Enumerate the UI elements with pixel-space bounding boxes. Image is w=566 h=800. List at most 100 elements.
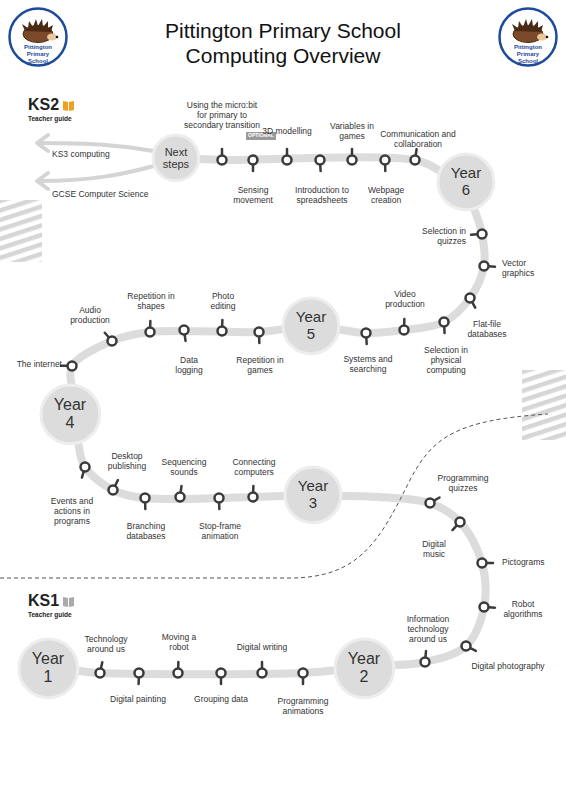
pin-stem bbox=[443, 327, 446, 333]
pin-ring bbox=[421, 658, 430, 667]
circle-fill bbox=[153, 135, 199, 181]
pin-ring bbox=[362, 329, 371, 338]
milestone-label: Branching databases bbox=[119, 522, 174, 542]
pin-stem bbox=[101, 662, 102, 668]
milestone-pin bbox=[480, 603, 495, 612]
year-label: Year 2 bbox=[343, 650, 385, 685]
pin-ring bbox=[411, 156, 420, 165]
pin-stem bbox=[105, 333, 109, 338]
milestone-label: Systems and searching bbox=[338, 355, 398, 375]
milestone-pin bbox=[411, 149, 420, 164]
pin-ring bbox=[174, 669, 183, 678]
milestone-pin bbox=[478, 559, 493, 568]
pin-stem bbox=[351, 149, 354, 155]
pin-stem bbox=[179, 486, 182, 492]
next-step-label: KS3 computing bbox=[52, 150, 110, 160]
pin-ring bbox=[299, 669, 308, 678]
pin-stem bbox=[384, 165, 387, 171]
milestone-pin bbox=[283, 149, 292, 165]
next-step-label: GCSE Computer Science bbox=[52, 190, 148, 200]
next-steps-label: Next steps bbox=[159, 146, 193, 170]
pin-ring bbox=[478, 230, 487, 239]
pin-stem bbox=[489, 265, 495, 268]
year-circle: Year 1 bbox=[17, 637, 80, 700]
circle-text-box: Year 5 bbox=[281, 296, 341, 356]
teacher-guide-note: Teacher guide bbox=[28, 115, 72, 122]
pin-stem bbox=[414, 149, 417, 155]
pin-stem bbox=[471, 233, 477, 236]
book-icon bbox=[63, 101, 74, 607]
pin-ring bbox=[96, 669, 105, 678]
teacher-guide-note: Teacher guide bbox=[28, 611, 72, 618]
pin-stem bbox=[220, 678, 223, 684]
pin-stem bbox=[115, 480, 118, 485]
year-label: Year 1 bbox=[27, 650, 69, 685]
pin-stem bbox=[82, 472, 84, 478]
milestone-label: Introduction to spreadsheets bbox=[287, 186, 357, 206]
milestone-pin bbox=[426, 497, 440, 507]
year-circle: Year 5 bbox=[281, 296, 341, 356]
stripe-block bbox=[0, 200, 42, 262]
milestone-label: Programming animations bbox=[271, 697, 336, 717]
milestone-pin bbox=[146, 321, 155, 336]
milestone-pin bbox=[249, 156, 258, 172]
year-circle: Year 2 bbox=[333, 637, 396, 700]
milestone-pin bbox=[176, 486, 185, 501]
pin-ring bbox=[176, 493, 185, 502]
milestone-label: Webpage creation bbox=[361, 186, 411, 206]
logo-text: Pittington Primary School bbox=[18, 44, 58, 65]
milestone-pin bbox=[61, 362, 76, 371]
page-title: Pittington Primary School Computing Over… bbox=[123, 18, 443, 68]
circle-fill bbox=[19, 639, 78, 698]
pin-stem bbox=[365, 338, 368, 344]
milestone-pin bbox=[400, 319, 409, 334]
milestone-pin bbox=[348, 149, 357, 165]
logo-text-box: Pittington Primary School bbox=[8, 44, 68, 67]
pin-ring bbox=[381, 156, 390, 165]
pin-ring bbox=[109, 486, 118, 495]
milestone-pin bbox=[174, 662, 183, 677]
pin-ring bbox=[456, 518, 465, 527]
key-stage-heading: KS2 bbox=[28, 96, 59, 114]
pin-stem bbox=[258, 337, 261, 343]
year-label: Year 5 bbox=[291, 309, 331, 342]
milestone-label: Stop-frame animation bbox=[193, 522, 248, 542]
milestone-pin bbox=[462, 642, 476, 651]
milestone-label: Repetition in shapes bbox=[121, 292, 181, 312]
milestone-pin bbox=[255, 328, 264, 343]
milestone-label: Variables in games bbox=[326, 122, 378, 142]
hedgehog-nose bbox=[56, 36, 59, 39]
milestone-pin bbox=[362, 329, 371, 344]
key-stage-heading: KS1 bbox=[28, 592, 59, 610]
circle-text-box: Year 2 bbox=[333, 637, 396, 700]
pin-stem bbox=[319, 165, 322, 171]
next-step-arrow bbox=[40, 166, 154, 181]
pin-stem bbox=[470, 648, 475, 651]
pin-stem bbox=[252, 165, 255, 171]
milestone-label: Moving a robot bbox=[157, 633, 202, 653]
milestone-label: Vector graphics bbox=[502, 259, 557, 279]
logo-text: Pittington Primary School bbox=[508, 44, 548, 65]
hedgehog-spines bbox=[22, 19, 53, 32]
milestone-label: Data logging bbox=[169, 356, 209, 376]
year-label: Year 4 bbox=[49, 396, 91, 431]
pin-stem bbox=[403, 319, 406, 325]
milestone-label: Sensing movement bbox=[228, 186, 278, 206]
milestone-label: Pictograms bbox=[502, 558, 545, 568]
milestone-pin bbox=[452, 518, 464, 531]
hedgehog-face bbox=[47, 34, 57, 41]
pin-stem bbox=[434, 497, 439, 500]
milestone-pin bbox=[299, 669, 308, 685]
milestone-pin bbox=[218, 320, 227, 335]
pin-ring bbox=[462, 642, 471, 651]
milestone-label: The internet bbox=[2, 360, 62, 370]
pin-ring bbox=[217, 669, 226, 678]
milestone-pin bbox=[471, 230, 486, 239]
arrow-head bbox=[37, 135, 48, 151]
milestone-pin bbox=[381, 156, 390, 171]
stripe-block bbox=[522, 370, 566, 440]
milestone-label: Communication and collaboration bbox=[380, 130, 456, 150]
circle-fill bbox=[438, 154, 494, 210]
pin-ring bbox=[478, 559, 487, 568]
milestone-label: Digital photography bbox=[461, 662, 556, 672]
